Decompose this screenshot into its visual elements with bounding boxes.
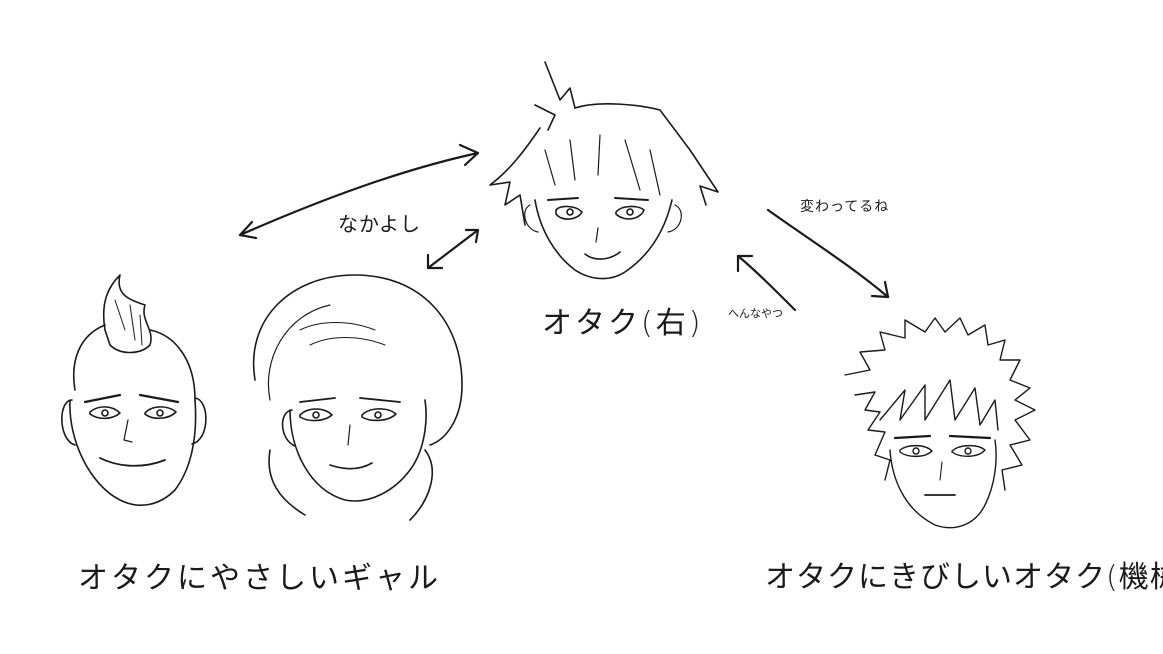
relation-label-top: なかよし	[338, 212, 421, 236]
relation-arrows	[238, 143, 890, 312]
right-character-label: オタクにきびしいオタク(機械)	[765, 560, 1163, 595]
relation-label-right-down: 変わってるね	[800, 199, 890, 215]
wild-hair-character-head	[844, 317, 1036, 529]
mohawk-character-head	[61, 274, 207, 506]
relation-label-right-up: へんなやつ	[728, 307, 783, 320]
center-character-head	[489, 61, 719, 280]
left-group-label: オタクにやさしいギャル	[78, 561, 441, 596]
arrow-right-up	[736, 254, 797, 312]
center-character-label: オタク(右)	[542, 306, 704, 341]
arrow-top-double	[238, 151, 480, 237]
arrow-short-double	[426, 228, 480, 270]
beanie-character-head	[252, 274, 463, 521]
arrow-right-down	[766, 208, 890, 299]
